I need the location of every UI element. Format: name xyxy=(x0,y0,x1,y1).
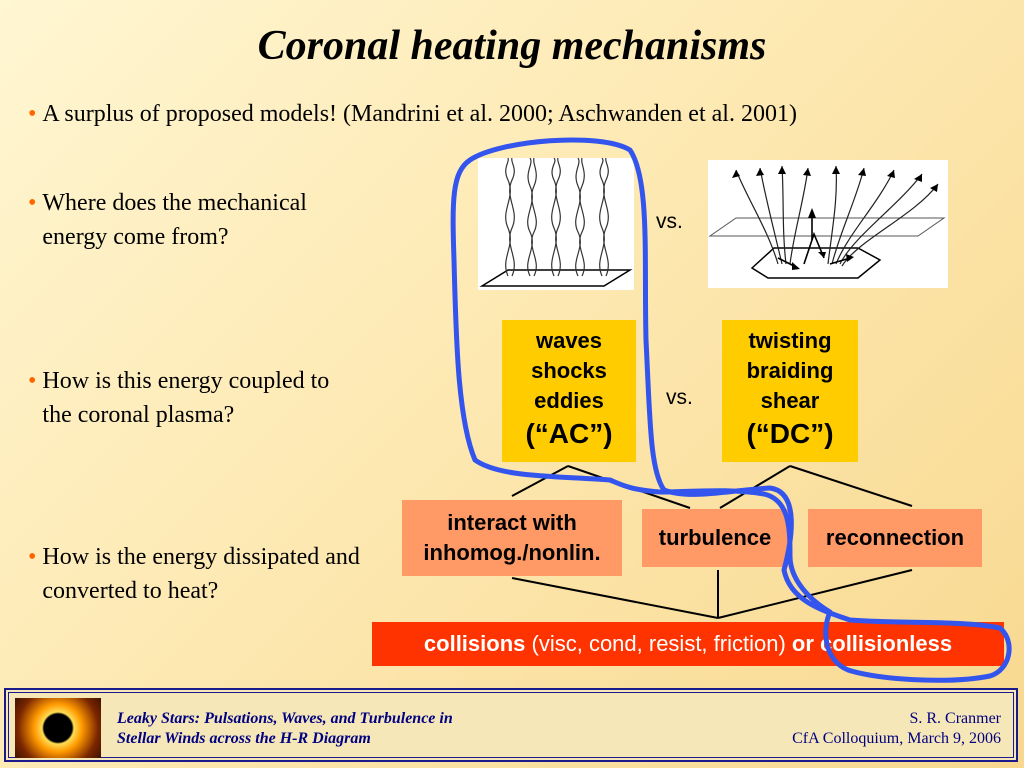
bullet-dot: • xyxy=(28,544,37,570)
turbulence-box: turbulence xyxy=(642,509,788,567)
bullet-energy-dissipation: •How is the energy dissipated and conver… xyxy=(28,540,388,608)
bullet-dot: • xyxy=(28,368,37,394)
footer-venue-date: CfA Colloquium, March 9, 2006 xyxy=(792,730,1001,747)
slide-title: Coronal heating mechanisms xyxy=(257,23,767,69)
footer-title-line-1: Leaky Stars: Pulsations, Waves, and Turb… xyxy=(117,710,453,727)
eclipse-sun-icon xyxy=(15,698,101,758)
footer-talk-title: Leaky Stars: Pulsations, Waves, and Turb… xyxy=(117,709,453,749)
collisions-label: collisions xyxy=(423,631,526,656)
footer-frame: Leaky Stars: Pulsations, Waves, and Turb… xyxy=(8,692,1014,758)
footer-title-line-2: Stellar Winds across the H-R Diagram xyxy=(117,730,371,747)
collisions-detail: (visc, cond, resist, friction) xyxy=(525,631,792,656)
interact-inhomog-box: interact with inhomog./nonlin. xyxy=(402,500,622,576)
bullet-energy-coupling: •How is this energy coupled to the coron… xyxy=(28,364,388,432)
bullet-dot: • xyxy=(28,101,37,127)
bullet-energy-source: •Where does the mechanical energy come f… xyxy=(28,186,388,254)
bullet-dot: • xyxy=(28,190,37,216)
or-label: or xyxy=(791,631,814,656)
reconnection-box: reconnection xyxy=(808,509,982,567)
interact-line-2: inhomog./nonlin. xyxy=(423,540,601,565)
footer-author-info: S. R. Cranmer CfA Colloquium, March 9, 2… xyxy=(792,709,1001,749)
slide-footer: Leaky Stars: Pulsations, Waves, and Turb… xyxy=(4,688,1018,762)
collisionless-label: collisionless xyxy=(813,631,953,656)
collisions-box: collisions (visc, cond, resist, friction… xyxy=(372,622,1004,666)
bullet-models: •A surplus of proposed models! (Mandrini… xyxy=(28,101,797,127)
footer-author: S. R. Cranmer xyxy=(909,710,1001,727)
interact-line-1: interact with xyxy=(447,510,577,535)
